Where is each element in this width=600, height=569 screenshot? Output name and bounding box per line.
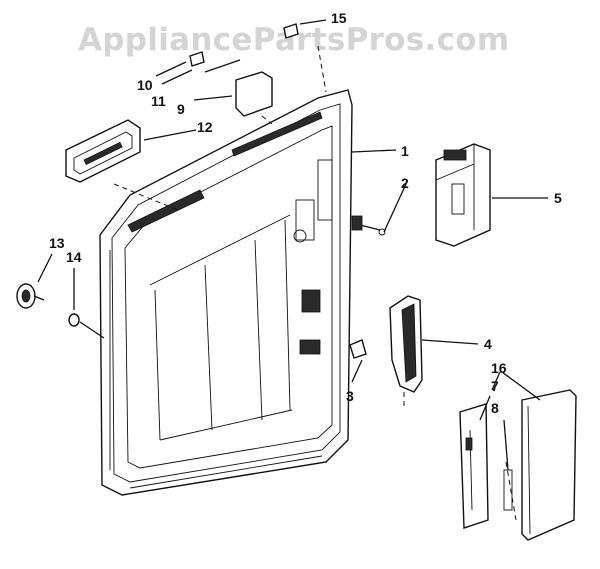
hinge-pin: [351, 215, 386, 236]
small-fasteners: [189, 23, 327, 93]
bracket: [459, 403, 489, 529]
cover-plate: [235, 71, 273, 117]
door-handle: [65, 119, 141, 183]
callout-13: 13: [49, 235, 65, 251]
callout-11: 11: [151, 93, 166, 109]
door-latch: [389, 295, 423, 410]
callout-3: 3: [346, 388, 354, 404]
callout-10: 10: [137, 77, 153, 93]
callout-labels: 1 2 3 4 5 16 7 8 9 10 11 12 13 14 15: [49, 10, 562, 416]
spring: [503, 461, 517, 521]
callout-8: 8: [491, 400, 499, 416]
switch-assembly: [435, 143, 491, 247]
bumper: [349, 339, 367, 359]
knob-and-washer: [16, 283, 80, 327]
callout-15: 15: [331, 10, 347, 26]
callout-1: 1: [401, 143, 409, 159]
callout-5: 5: [554, 190, 562, 206]
callout-12: 12: [197, 119, 213, 135]
callout-16: 16: [491, 360, 507, 376]
callout-7: 7: [491, 378, 499, 394]
callout-9: 9: [177, 101, 185, 117]
callout-2: 2: [401, 175, 409, 191]
inner-door-panel: [99, 89, 353, 496]
callout-4: 4: [484, 336, 492, 352]
leader-lines: [37, 19, 548, 471]
callout-14: 14: [66, 249, 82, 265]
side-panel: [521, 389, 577, 541]
